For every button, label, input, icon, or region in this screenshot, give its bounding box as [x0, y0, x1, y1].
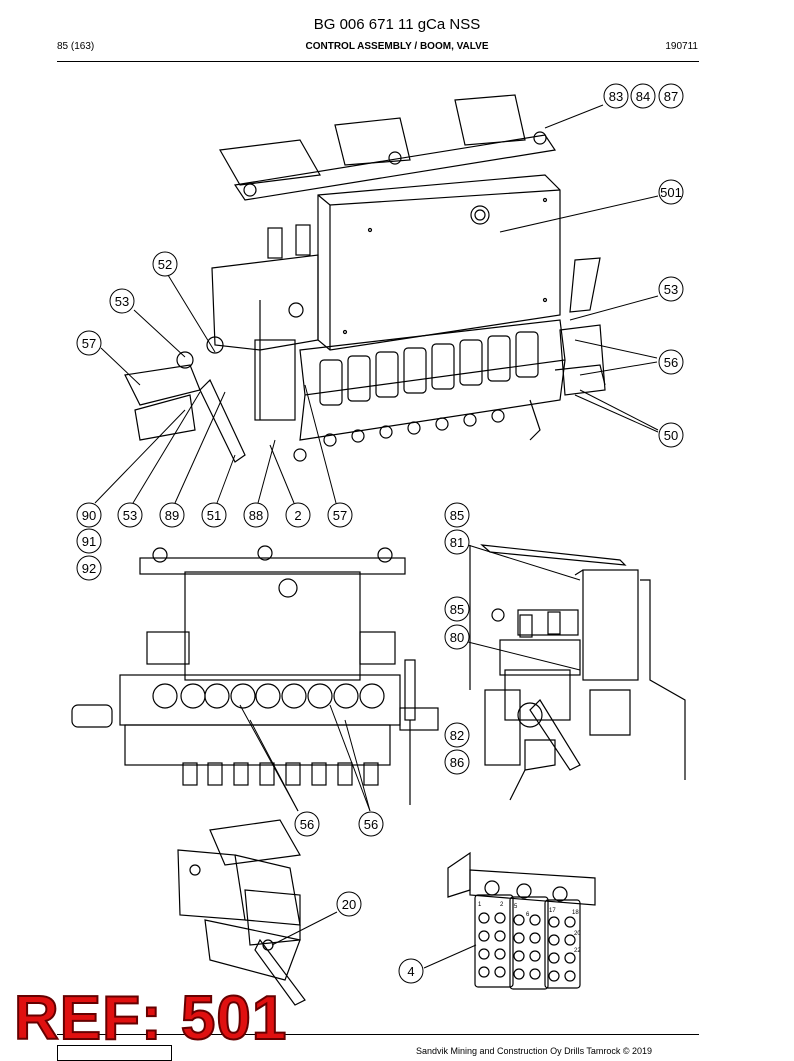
callout-label: 52	[158, 257, 172, 272]
callout-circle	[76, 502, 102, 528]
callout-circle	[658, 422, 684, 448]
footer-copyright: Sandvik Mining and Construction Oy Drill…	[416, 1046, 653, 1056]
callout-label: 81	[450, 535, 464, 550]
callout-circles	[76, 83, 684, 984]
callout-labels: 83 84 87 501 52 53 53 57 56 50 90 53 89 …	[82, 89, 682, 979]
callout-circle	[444, 502, 470, 528]
callout-circle	[358, 811, 384, 837]
callout-circle	[603, 83, 629, 109]
insert-number: 1	[478, 902, 482, 908]
callout-circle	[327, 502, 353, 528]
callout-circle	[444, 749, 470, 775]
callout-circle	[243, 502, 269, 528]
callout-label: 20	[342, 897, 356, 912]
callout-circle	[444, 529, 470, 555]
iso-view-assembly	[177, 819, 306, 1006]
callout-circle	[398, 958, 424, 984]
header-rule	[57, 61, 699, 62]
callout-label: 53	[664, 282, 678, 297]
callout-label: 91	[82, 534, 96, 549]
company-logo	[57, 1045, 172, 1061]
callout-circle	[658, 349, 684, 375]
callout-circle	[336, 891, 362, 917]
callout-circle	[159, 502, 185, 528]
page-number: 85 (163)	[57, 41, 95, 52]
callout-label: 53	[115, 294, 129, 309]
callout-circle	[294, 811, 320, 837]
callout-label: 86	[450, 755, 464, 770]
callout-label: 92	[82, 561, 96, 576]
document-title: BG 006 671 11 gCa NSS	[313, 16, 481, 33]
callout-circle	[444, 722, 470, 748]
callout-circle	[658, 83, 684, 109]
callout-circle	[201, 502, 227, 528]
insert-number: 2	[500, 902, 504, 908]
callout-circle	[109, 288, 135, 314]
callout-label: 84	[636, 89, 650, 104]
front-view-assembly	[71, 545, 439, 805]
callout-circle	[630, 83, 656, 109]
callout-circle	[658, 276, 684, 302]
callout-label: 50	[664, 428, 678, 443]
callout-circle	[152, 251, 178, 277]
insert-number: 18	[572, 910, 579, 916]
callout-label: 57	[82, 336, 96, 351]
insert-number: 5	[514, 904, 518, 910]
insert-number: 22	[574, 948, 581, 954]
callout-circle	[285, 502, 311, 528]
callout-label: 56	[364, 817, 378, 832]
insert-number: 20	[574, 931, 581, 937]
main-valve-assembly	[124, 94, 606, 463]
leader-lines	[94, 104, 659, 969]
insert-number: 17	[549, 908, 556, 914]
ref-stamp: REF: 501	[13, 984, 288, 1053]
callout-circle	[444, 624, 470, 650]
callout-circle	[444, 596, 470, 622]
callout-label: 53	[123, 508, 137, 523]
callout-label: 80	[450, 630, 464, 645]
callout-label: 90	[82, 508, 96, 523]
callout-circle	[658, 179, 684, 205]
footer-rule	[57, 1034, 699, 1035]
callout-circle	[76, 330, 102, 356]
callout-label: 82	[450, 728, 464, 743]
document-code: 190711	[665, 41, 698, 52]
callout-label: 4	[407, 964, 414, 979]
callout-label: 56	[300, 817, 314, 832]
callout-circle	[117, 502, 143, 528]
callout-label: 83	[609, 89, 623, 104]
callout-label: 51	[207, 508, 221, 523]
callout-label: 89	[165, 508, 179, 523]
callout-label: 88	[249, 508, 263, 523]
callout-label: 87	[664, 89, 678, 104]
insert-number: 6	[526, 912, 530, 918]
section-title: CONTROL ASSEMBLY / BOOM, VALVE	[305, 41, 489, 52]
callout-label: 56	[664, 355, 678, 370]
connector-plate: 1 2 5 6 17 18 20 22	[447, 851, 596, 990]
callout-label: 85	[450, 508, 464, 523]
callout-circle	[76, 555, 102, 581]
callout-circle	[76, 528, 102, 554]
callout-label: 85	[450, 602, 464, 617]
callout-label: 2	[294, 508, 301, 523]
callout-label: 57	[333, 508, 347, 523]
callout-label: 501	[660, 185, 682, 200]
side-view-assembly	[469, 544, 686, 801]
